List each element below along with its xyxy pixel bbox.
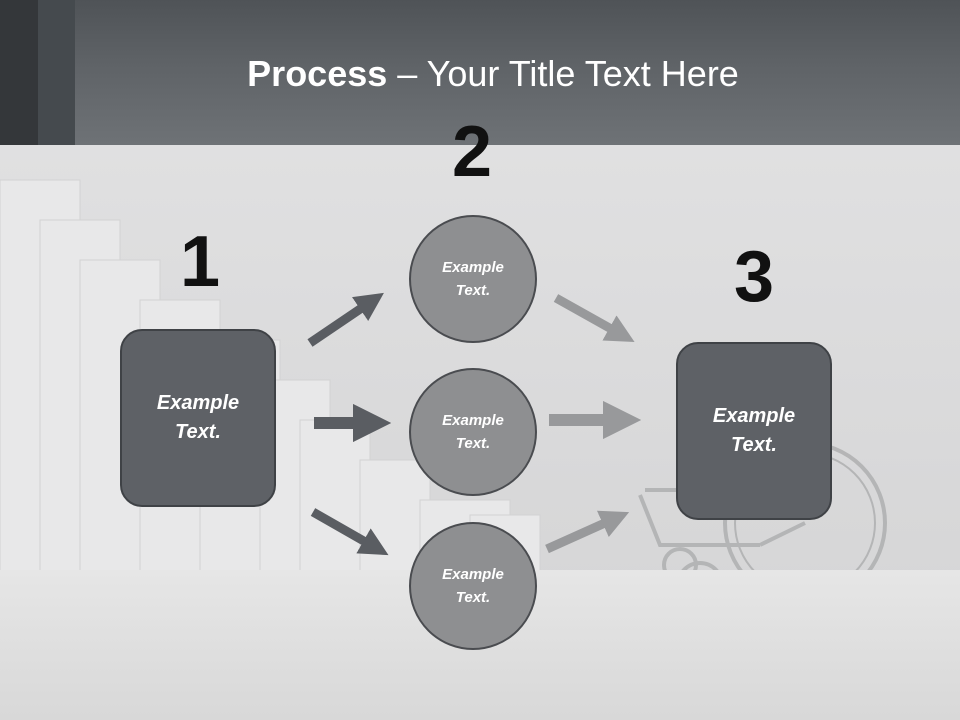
step-3-text: Example Text. xyxy=(712,405,796,456)
step-2-circle-top: Example Text. xyxy=(409,215,537,343)
step-3-box: Example Text. xyxy=(676,342,832,520)
arrow-bottom-to-right xyxy=(545,510,630,554)
title-bold: Process xyxy=(247,53,388,94)
step-1-box: Example Text. xyxy=(120,329,276,507)
circle-text: Example Text. xyxy=(442,566,504,606)
circle-text: Example Text. xyxy=(442,412,504,452)
arrow-left-to-bottom xyxy=(310,508,389,556)
title-rest: – Your Title Text Here xyxy=(387,53,739,94)
step-2-circle-bottom: Example Text. xyxy=(409,522,537,650)
step-number-2: 2 xyxy=(451,112,493,192)
header-accent-strip xyxy=(0,0,38,145)
header-band xyxy=(0,0,960,145)
step-number-3: 3 xyxy=(733,237,775,317)
header-accent-strip xyxy=(38,0,75,145)
arrow-top-to-right xyxy=(553,294,635,343)
step-1-text: Example Text. xyxy=(156,392,240,443)
circle-text: Example Text. xyxy=(442,259,504,299)
slide-title: Process – Your Title Text Here xyxy=(0,52,960,96)
step-number-1: 1 xyxy=(179,222,221,302)
arrow-left-to-top xyxy=(307,292,384,347)
step-2-circle-middle: Example Text. xyxy=(409,368,537,496)
